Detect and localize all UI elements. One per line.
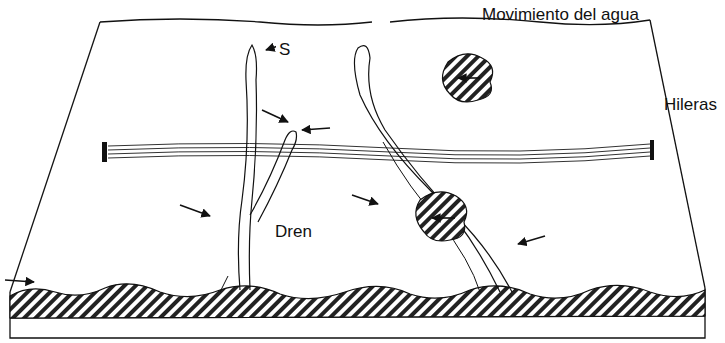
- rows-label: Hileras: [664, 96, 717, 115]
- symbol-letter: S: [276, 40, 293, 61]
- wet-spot: [416, 192, 467, 241]
- crop-rows: [108, 143, 650, 163]
- row-end: [102, 142, 107, 162]
- drain-right: [354, 46, 512, 292]
- caption-label: Movimiento del agua: [482, 6, 639, 25]
- wet-spot: [442, 54, 492, 102]
- block-outline: [10, 18, 705, 338]
- flow-arrows: [5, 42, 545, 282]
- soil-section: [10, 284, 705, 318]
- row-end: [650, 140, 654, 160]
- drain-label: Dren: [272, 222, 315, 243]
- drain-left: [220, 45, 297, 292]
